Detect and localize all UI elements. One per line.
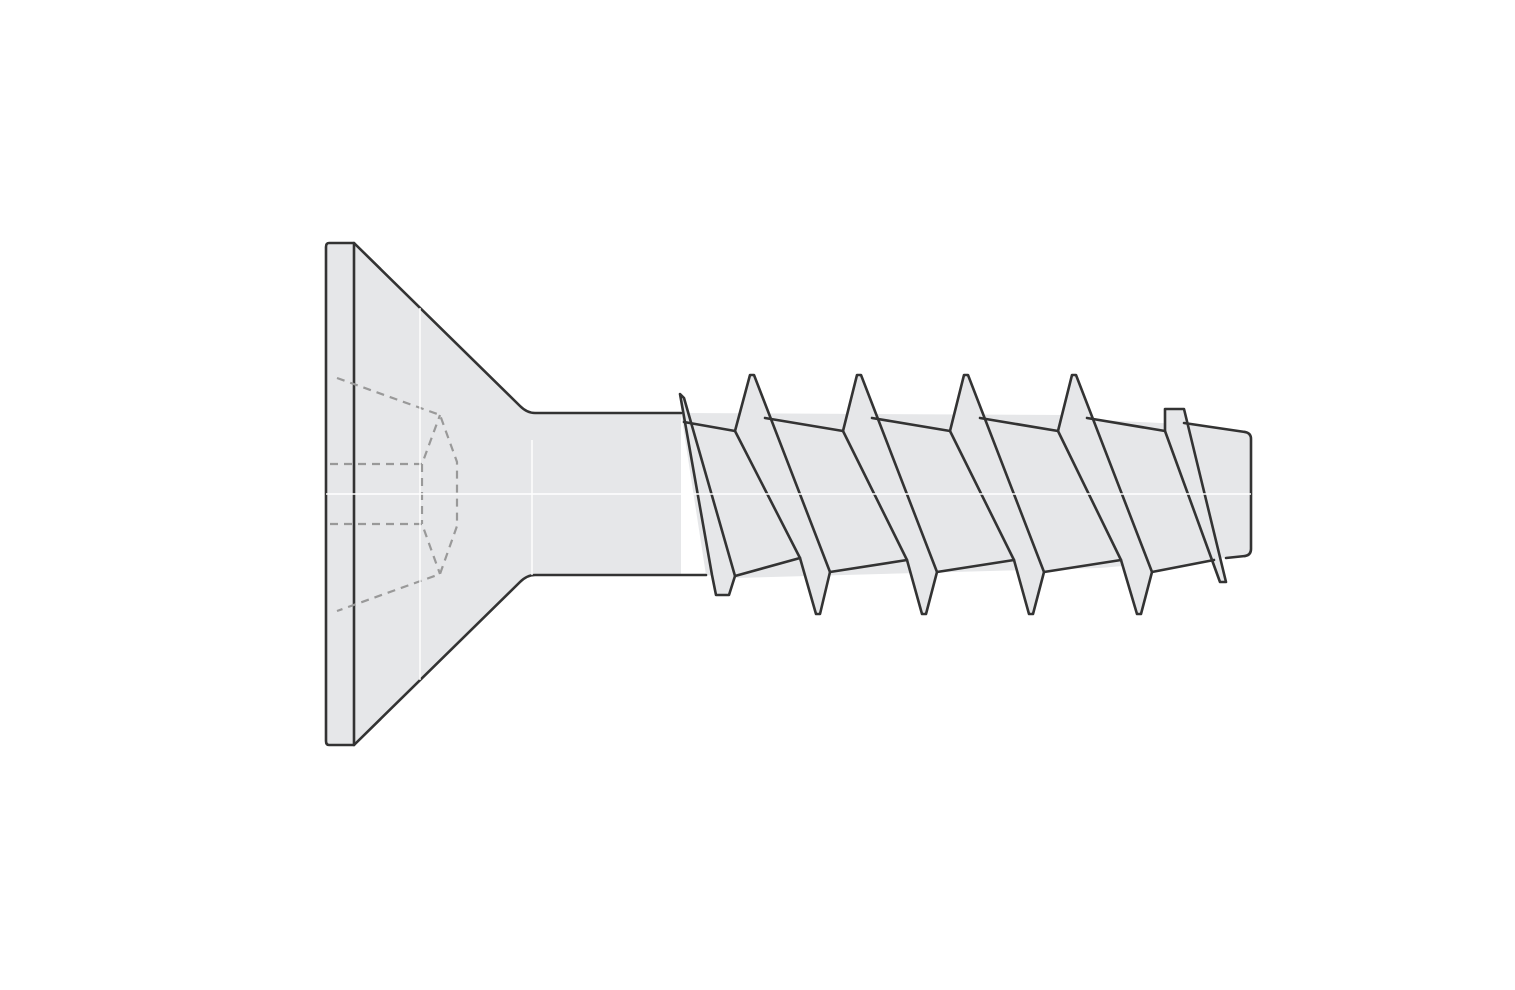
thread-back-face-2 [765, 418, 907, 572]
construction-lines [326, 308, 1251, 680]
thread-back-face-1 [690, 422, 800, 576]
recess-cone-top [336, 376, 459, 613]
head-and-shank-outline [324, 241, 708, 747]
thread-crest-5 [1163, 407, 1228, 584]
thread-back-face-3 [872, 418, 1014, 572]
thread-back-face-5 [1087, 418, 1214, 572]
shaft-bottom-edge [733, 554, 1247, 578]
thread-back-face-4 [980, 418, 1121, 572]
shaft-top-edge [682, 416, 1247, 434]
